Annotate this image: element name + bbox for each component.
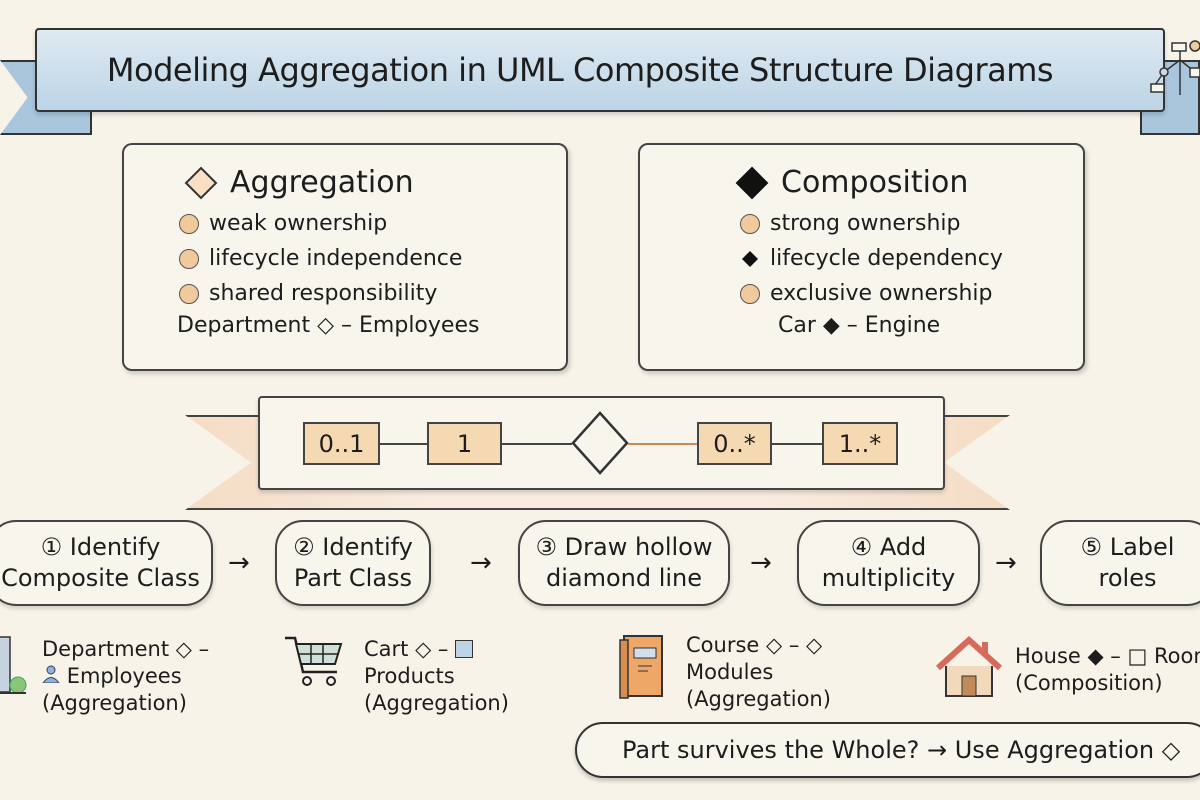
item-text: strong ownership [770,211,961,236]
item-text: weak ownership [209,211,388,236]
item-text: exclusive ownership [770,281,993,306]
aggregation-card: Aggregation weak ownership lifecycle ind… [122,143,568,371]
filled-diamond-bullet-icon [742,250,758,267]
rule-callout: Part survives the Whole? → Use Aggregati… [575,722,1200,778]
rule-text: Part survives the Whole? → Use Aggregati… [622,736,1181,764]
connector-line [772,443,822,445]
item-text: lifecycle dependency [770,246,1003,271]
square-icon [455,640,474,658]
diagram-structure-icon [1150,40,1200,95]
list-item: lifecycle independence [179,241,566,276]
title-banner: Modeling Aggregation in UML Composite St… [35,28,1165,112]
page-title: Modeling Aggregation in UML Composite St… [106,51,1054,89]
hollow-diamond-icon [571,411,629,475]
example-house: House ◆ – □ Rooms (Composition) [1015,644,1200,695]
arrow-right-icon: → [750,548,772,578]
connector-line [380,443,427,445]
list-item: exclusive ownership [740,276,1083,311]
list-item: strong ownership [740,206,1083,241]
list-item: shared responsibility [179,276,566,311]
composition-card: Composition strong ownership lifecycle d… [638,143,1085,371]
multiplicity-0-1: 0..1 [303,422,380,465]
aggregation-heading: Aggregation [184,165,566,200]
building-icon [0,636,27,694]
composition-heading: Composition [735,165,1083,200]
shopping-cart-icon [285,636,343,686]
example-department: Department ◇ – Employees (Aggregation) [42,637,210,715]
bullet-dot-icon [179,248,199,269]
composition-title: Composition [781,165,969,200]
filled-diamond-icon [735,166,769,199]
bullet-dot-icon [179,283,199,304]
aggregation-list: weak ownership lifecycle independence sh… [179,206,566,311]
multiplicity-1: 1 [427,422,502,465]
arrow-right-icon: → [470,548,492,578]
hollow-diamond-icon [184,166,218,199]
connector-line [628,443,697,445]
list-item: weak ownership [179,206,566,241]
example-course: Course ◇ – ◇ Modules (Aggregation) [686,633,831,711]
connector-line [502,443,572,445]
person-icon [42,665,60,684]
composition-example: Car ◆ – Engine [778,313,941,338]
aggregation-example: Department ◇ – Employees [177,313,480,338]
bullet-dot-icon [740,213,760,234]
example-cart: Cart ◇ – Products (Aggregation) [364,637,509,715]
bullet-dot-icon [179,213,199,234]
aggregation-title: Aggregation [230,165,414,200]
item-text: lifecycle independence [209,246,463,271]
bullet-dot-icon [740,283,760,304]
item-text: shared responsibility [209,281,438,306]
book-icon [619,635,663,699]
multiplicity-1-many: 1..* [822,422,898,465]
composition-list: strong ownership lifecycle dependency ex… [740,206,1083,311]
multiplicity-0-many: 0..* [697,422,772,465]
arrow-right-icon: → [995,548,1017,578]
house-icon [936,636,1002,697]
list-item: lifecycle dependency [740,241,1083,276]
arrow-right-icon: → [228,548,250,578]
